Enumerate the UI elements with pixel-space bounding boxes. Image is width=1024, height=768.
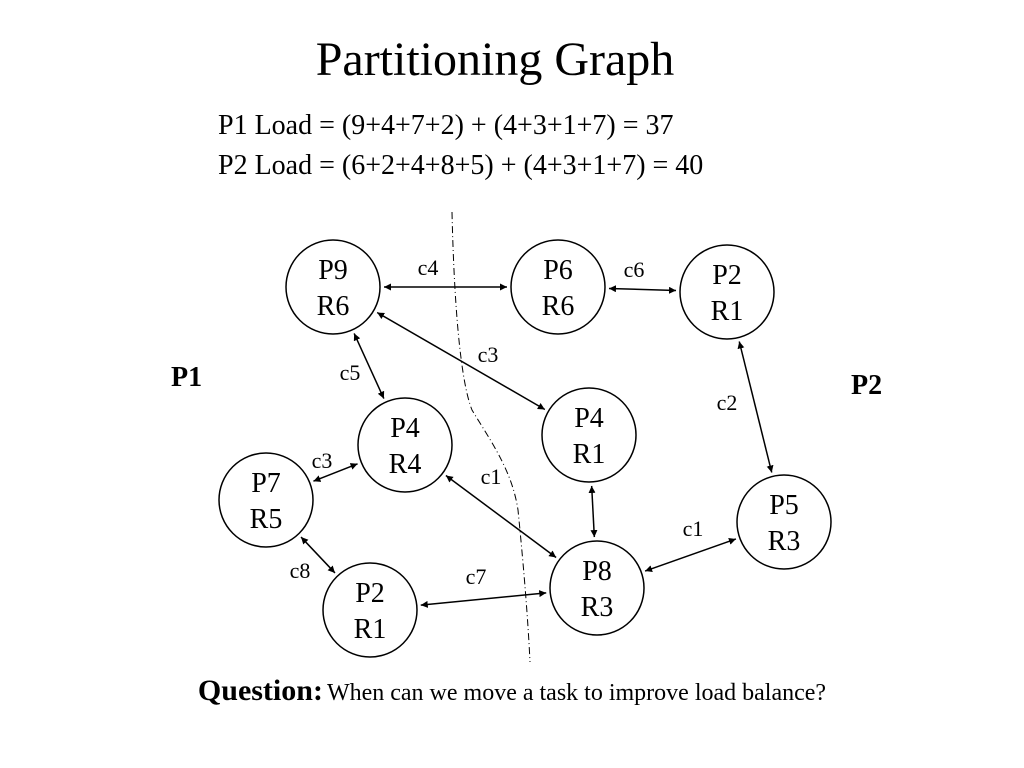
node-resource-label: R1 bbox=[573, 439, 606, 470]
edge-p6-p2b bbox=[608, 285, 677, 294]
node-circle bbox=[285, 239, 381, 335]
node-resource-label: R3 bbox=[768, 526, 801, 557]
node-resource-label: R1 bbox=[711, 296, 744, 327]
edge-p4a-p8 bbox=[445, 474, 557, 559]
partition-label-p2: P2 bbox=[851, 370, 882, 401]
node-circle bbox=[541, 387, 637, 483]
node-resource-label: R3 bbox=[581, 592, 614, 623]
node-circle bbox=[218, 452, 314, 548]
edge-label: c8 bbox=[290, 558, 311, 583]
node-circle bbox=[510, 239, 606, 335]
node-process-label: P5 bbox=[769, 490, 799, 521]
node-process-label: P7 bbox=[251, 468, 281, 499]
node-circle bbox=[736, 474, 832, 570]
question-label: Question: bbox=[197, 674, 323, 707]
partition-label-p1: P1 bbox=[171, 362, 202, 393]
edge-label: c1 bbox=[481, 464, 502, 489]
edge-label: c3 bbox=[478, 342, 499, 367]
slide-title: Partitioning Graph bbox=[315, 33, 675, 86]
question-line: Question: When can we move a task to imp… bbox=[0, 674, 1024, 708]
node-process-label: P9 bbox=[318, 255, 348, 286]
node-circle bbox=[357, 397, 453, 493]
edge-p4b-p8 bbox=[588, 485, 598, 538]
edge-label: c3 bbox=[312, 448, 333, 473]
edge-label: c6 bbox=[624, 257, 645, 282]
edge-label: c2 bbox=[717, 390, 738, 415]
p1-load-equation: P1 Load = (9+4+7+2) + (4+3+1+7) = 37 bbox=[218, 110, 674, 141]
edge-label: c4 bbox=[418, 255, 439, 280]
edge-label: c5 bbox=[340, 360, 361, 385]
node-process-label: P8 bbox=[582, 556, 612, 587]
node-circle bbox=[549, 540, 645, 636]
edge-p9-p4a bbox=[353, 333, 385, 399]
edge-p9-p4b bbox=[376, 311, 546, 411]
edge-p4a-p7 bbox=[313, 463, 358, 482]
node-process-label: P4 bbox=[390, 413, 420, 444]
edge-p7-p2a bbox=[300, 536, 336, 574]
edge-label: c1 bbox=[683, 516, 704, 541]
edge-p2a-p8 bbox=[420, 590, 547, 608]
node-process-label: P2 bbox=[355, 578, 385, 609]
node-circle bbox=[679, 244, 775, 340]
edge-p2b-p5 bbox=[737, 341, 774, 473]
node-resource-label: R4 bbox=[389, 449, 422, 480]
p2-load-equation: P2 Load = (6+2+4+8+5) + (4+3+1+7) = 40 bbox=[218, 150, 704, 181]
node-process-label: P4 bbox=[574, 403, 604, 434]
question-text: When can we move a task to improve load … bbox=[326, 680, 827, 706]
node-resource-label: R5 bbox=[250, 504, 283, 535]
node-process-label: P2 bbox=[712, 260, 742, 291]
node-circle bbox=[322, 562, 418, 658]
edge-label: c7 bbox=[466, 564, 487, 589]
node-resource-label: R1 bbox=[354, 614, 387, 645]
node-resource-label: R6 bbox=[317, 291, 350, 322]
node-process-label: P6 bbox=[543, 255, 573, 286]
edges-layer: c4 c6 c3 c5 c2 c3 c1 c1 c8 c7 bbox=[290, 255, 774, 608]
edge-p8-p5 bbox=[644, 538, 737, 572]
node-resource-label: R6 bbox=[542, 291, 575, 322]
